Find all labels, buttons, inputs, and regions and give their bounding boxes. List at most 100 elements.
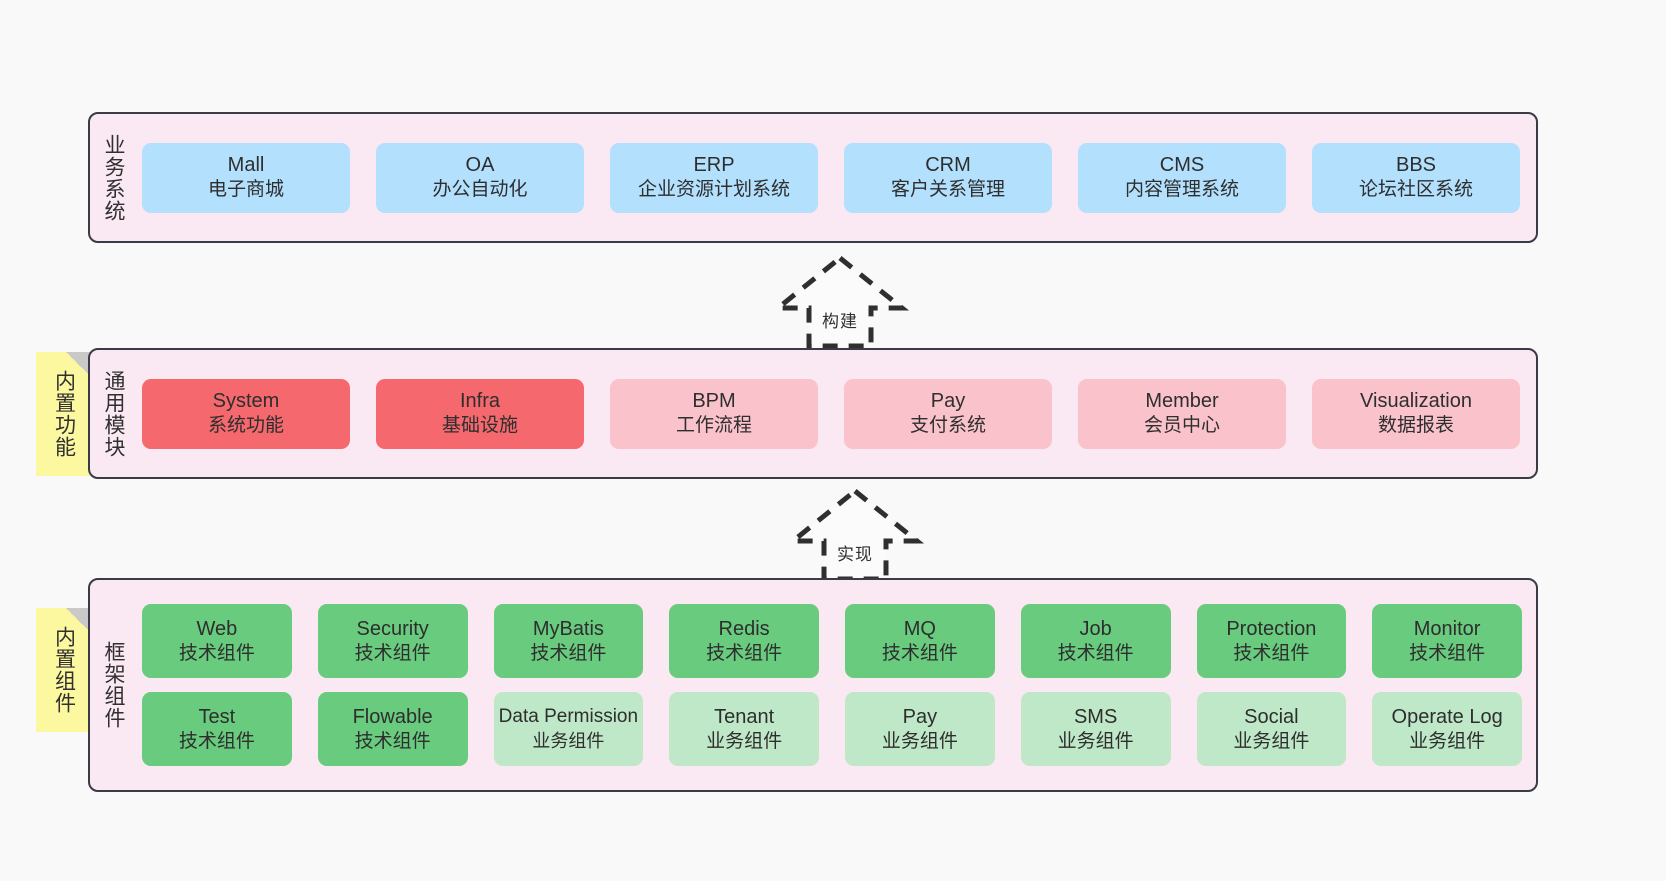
card-mall-en: Mall [227,154,265,177]
card-security-en: Security [356,617,429,640]
card-redis-en: Redis [718,617,770,640]
card-redis[interactable]: Redis 技术组件 [669,604,819,678]
note-builtin-component-label: 内置组件 [52,626,76,714]
note-builtin-component: 内置组件 [36,608,91,732]
card-mall[interactable]: Mall 电子商城 [142,142,350,213]
card-data-permission[interactable]: Data Permission 业务组件 [493,692,644,766]
card-member-en: Member [1145,390,1219,413]
card-oa-en: OA [465,154,495,177]
note-builtin-function: 内置功能 [36,352,91,476]
card-security-cn: 技术组件 [354,642,431,664]
card-crm[interactable]: CRM 客户关系管理 [844,142,1052,213]
card-test-en: Test [198,705,236,728]
card-crm-en: CRM [925,154,971,177]
layer-title-common-module: 通用模块 [101,369,125,458]
card-visualization-en: Visualization [1360,390,1472,413]
arrow-implement: 实现 [755,483,955,583]
card-pay-module-cn: 支付系统 [909,415,986,437]
card-bbs-cn: 论坛社区系统 [1358,179,1473,201]
card-erp-en: ERP [693,154,735,177]
card-mq-cn: 技术组件 [881,642,958,664]
card-sms-en: SMS [1073,705,1118,728]
card-data-permission-en: Data Permission [498,705,639,727]
card-member-cn: 会员中心 [1143,415,1220,437]
common-module-row: System 系统功能 Infra 基础设施 BPM 工作流程 Pay 支付系统… [142,378,1520,449]
card-bbs[interactable]: BBS 论坛社区系统 [1312,142,1520,213]
card-cms-cn: 内容管理系统 [1124,179,1239,201]
card-tenant[interactable]: Tenant 业务组件 [669,692,819,766]
card-erp-cn: 企业资源计划系统 [637,179,790,201]
card-pay-component[interactable]: Pay 业务组件 [845,692,995,766]
card-protection-cn: 技术组件 [1233,642,1310,664]
card-job[interactable]: Job 技术组件 [1020,604,1171,678]
card-oa[interactable]: OA 办公自动化 [376,142,584,213]
card-tenant-cn: 业务组件 [706,730,783,752]
card-system-cn: 系统功能 [207,415,284,437]
card-oa-cn: 办公自动化 [432,179,528,201]
framework-row-technical: Web 技术组件 Security 技术组件 MyBatis 技术组件 Redi… [142,604,1522,678]
card-mybatis-en: MyBatis [532,617,604,640]
card-bpm-cn: 工作流程 [675,415,752,437]
card-infra-en: Infra [459,390,501,413]
card-bbs-en: BBS [1395,154,1437,177]
card-security[interactable]: Security 技术组件 [317,604,468,678]
layer-title-business-system: 业务系统 [101,133,125,222]
layer-common-module: 通用模块 System 系统功能 Infra 基础设施 BPM 工作流程 Pay… [88,348,1538,479]
card-protection-en: Protection [1226,617,1317,640]
card-mq-en: MQ [903,617,936,640]
common-module-card-list: System 系统功能 Infra 基础设施 BPM 工作流程 Pay 支付系统… [136,350,1536,477]
card-web-cn: 技术组件 [178,642,255,664]
card-social[interactable]: Social 业务组件 [1196,692,1347,766]
card-cms[interactable]: CMS 内容管理系统 [1078,142,1286,213]
arrow-implement-label: 实现 [837,545,873,564]
card-infra-cn: 基础设施 [441,415,518,437]
arrow-build: 构建 [740,250,940,350]
card-operate-log[interactable]: Operate Log 业务组件 [1372,692,1522,766]
card-system-en: System [212,390,280,413]
layer-title-framework-component: 框架组件 [101,641,125,729]
card-redis-cn: 技术组件 [706,642,783,664]
arrow-build-shape [770,254,910,349]
card-social-cn: 业务组件 [1233,730,1310,752]
arrow-build-label: 构建 [822,312,858,331]
card-test-cn: 技术组件 [178,730,255,752]
card-social-en: Social [1244,705,1299,728]
arrow-implement-shape [785,487,925,582]
card-operate-log-cn: 业务组件 [1409,730,1486,752]
layer-framework-component: 框架组件 Web 技术组件 Security 技术组件 MyBatis 技术组件 [88,578,1538,792]
card-bpm[interactable]: BPM 工作流程 [610,378,818,449]
card-visualization[interactable]: Visualization 数据报表 [1312,378,1520,449]
card-test[interactable]: Test 技术组件 [142,692,292,766]
card-sms-cn: 业务组件 [1057,730,1134,752]
card-mybatis-cn: 技术组件 [530,642,607,664]
card-erp[interactable]: ERP 企业资源计划系统 [610,142,818,213]
card-pay-module-en: Pay [930,390,966,413]
card-monitor[interactable]: Monitor 技术组件 [1372,604,1522,678]
card-web[interactable]: Web 技术组件 [142,604,292,678]
card-flowable-cn: 技术组件 [354,730,431,752]
card-flowable[interactable]: Flowable 技术组件 [317,692,468,766]
card-monitor-cn: 技术组件 [1409,642,1486,664]
card-pay-component-en: Pay [902,705,938,728]
card-job-cn: 技术组件 [1057,642,1134,664]
card-infra[interactable]: Infra 基础设施 [376,378,584,449]
framework-rows: Web 技术组件 Security 技术组件 MyBatis 技术组件 Redi… [142,580,1522,790]
framework-row-business: Test 技术组件 Flowable 技术组件 Data Permission … [142,692,1522,766]
card-sms[interactable]: SMS 业务组件 [1020,692,1171,766]
card-mybatis[interactable]: MyBatis 技术组件 [493,604,644,678]
card-tenant-en: Tenant [714,705,775,728]
card-pay-module[interactable]: Pay 支付系统 [844,378,1052,449]
layer-business-system: 业务系统 Mall 电子商城 OA 办公自动化 ERP 企业资源计划系统 CRM… [88,112,1538,243]
card-visualization-cn: 数据报表 [1377,415,1454,437]
card-member[interactable]: Member 会员中心 [1078,378,1286,449]
card-flowable-en: Flowable [352,705,433,728]
card-system[interactable]: System 系统功能 [142,378,350,449]
card-data-permission-cn: 业务组件 [532,730,605,751]
business-system-row: Mall 电子商城 OA 办公自动化 ERP 企业资源计划系统 CRM 客户关系… [142,142,1520,213]
card-operate-log-en: Operate Log [1391,705,1503,728]
card-job-en: Job [1079,617,1112,640]
card-mq[interactable]: MQ 技术组件 [845,604,995,678]
card-bpm-en: BPM [692,390,736,413]
card-mall-cn: 电子商城 [207,179,284,201]
card-protection[interactable]: Protection 技术组件 [1196,604,1347,678]
